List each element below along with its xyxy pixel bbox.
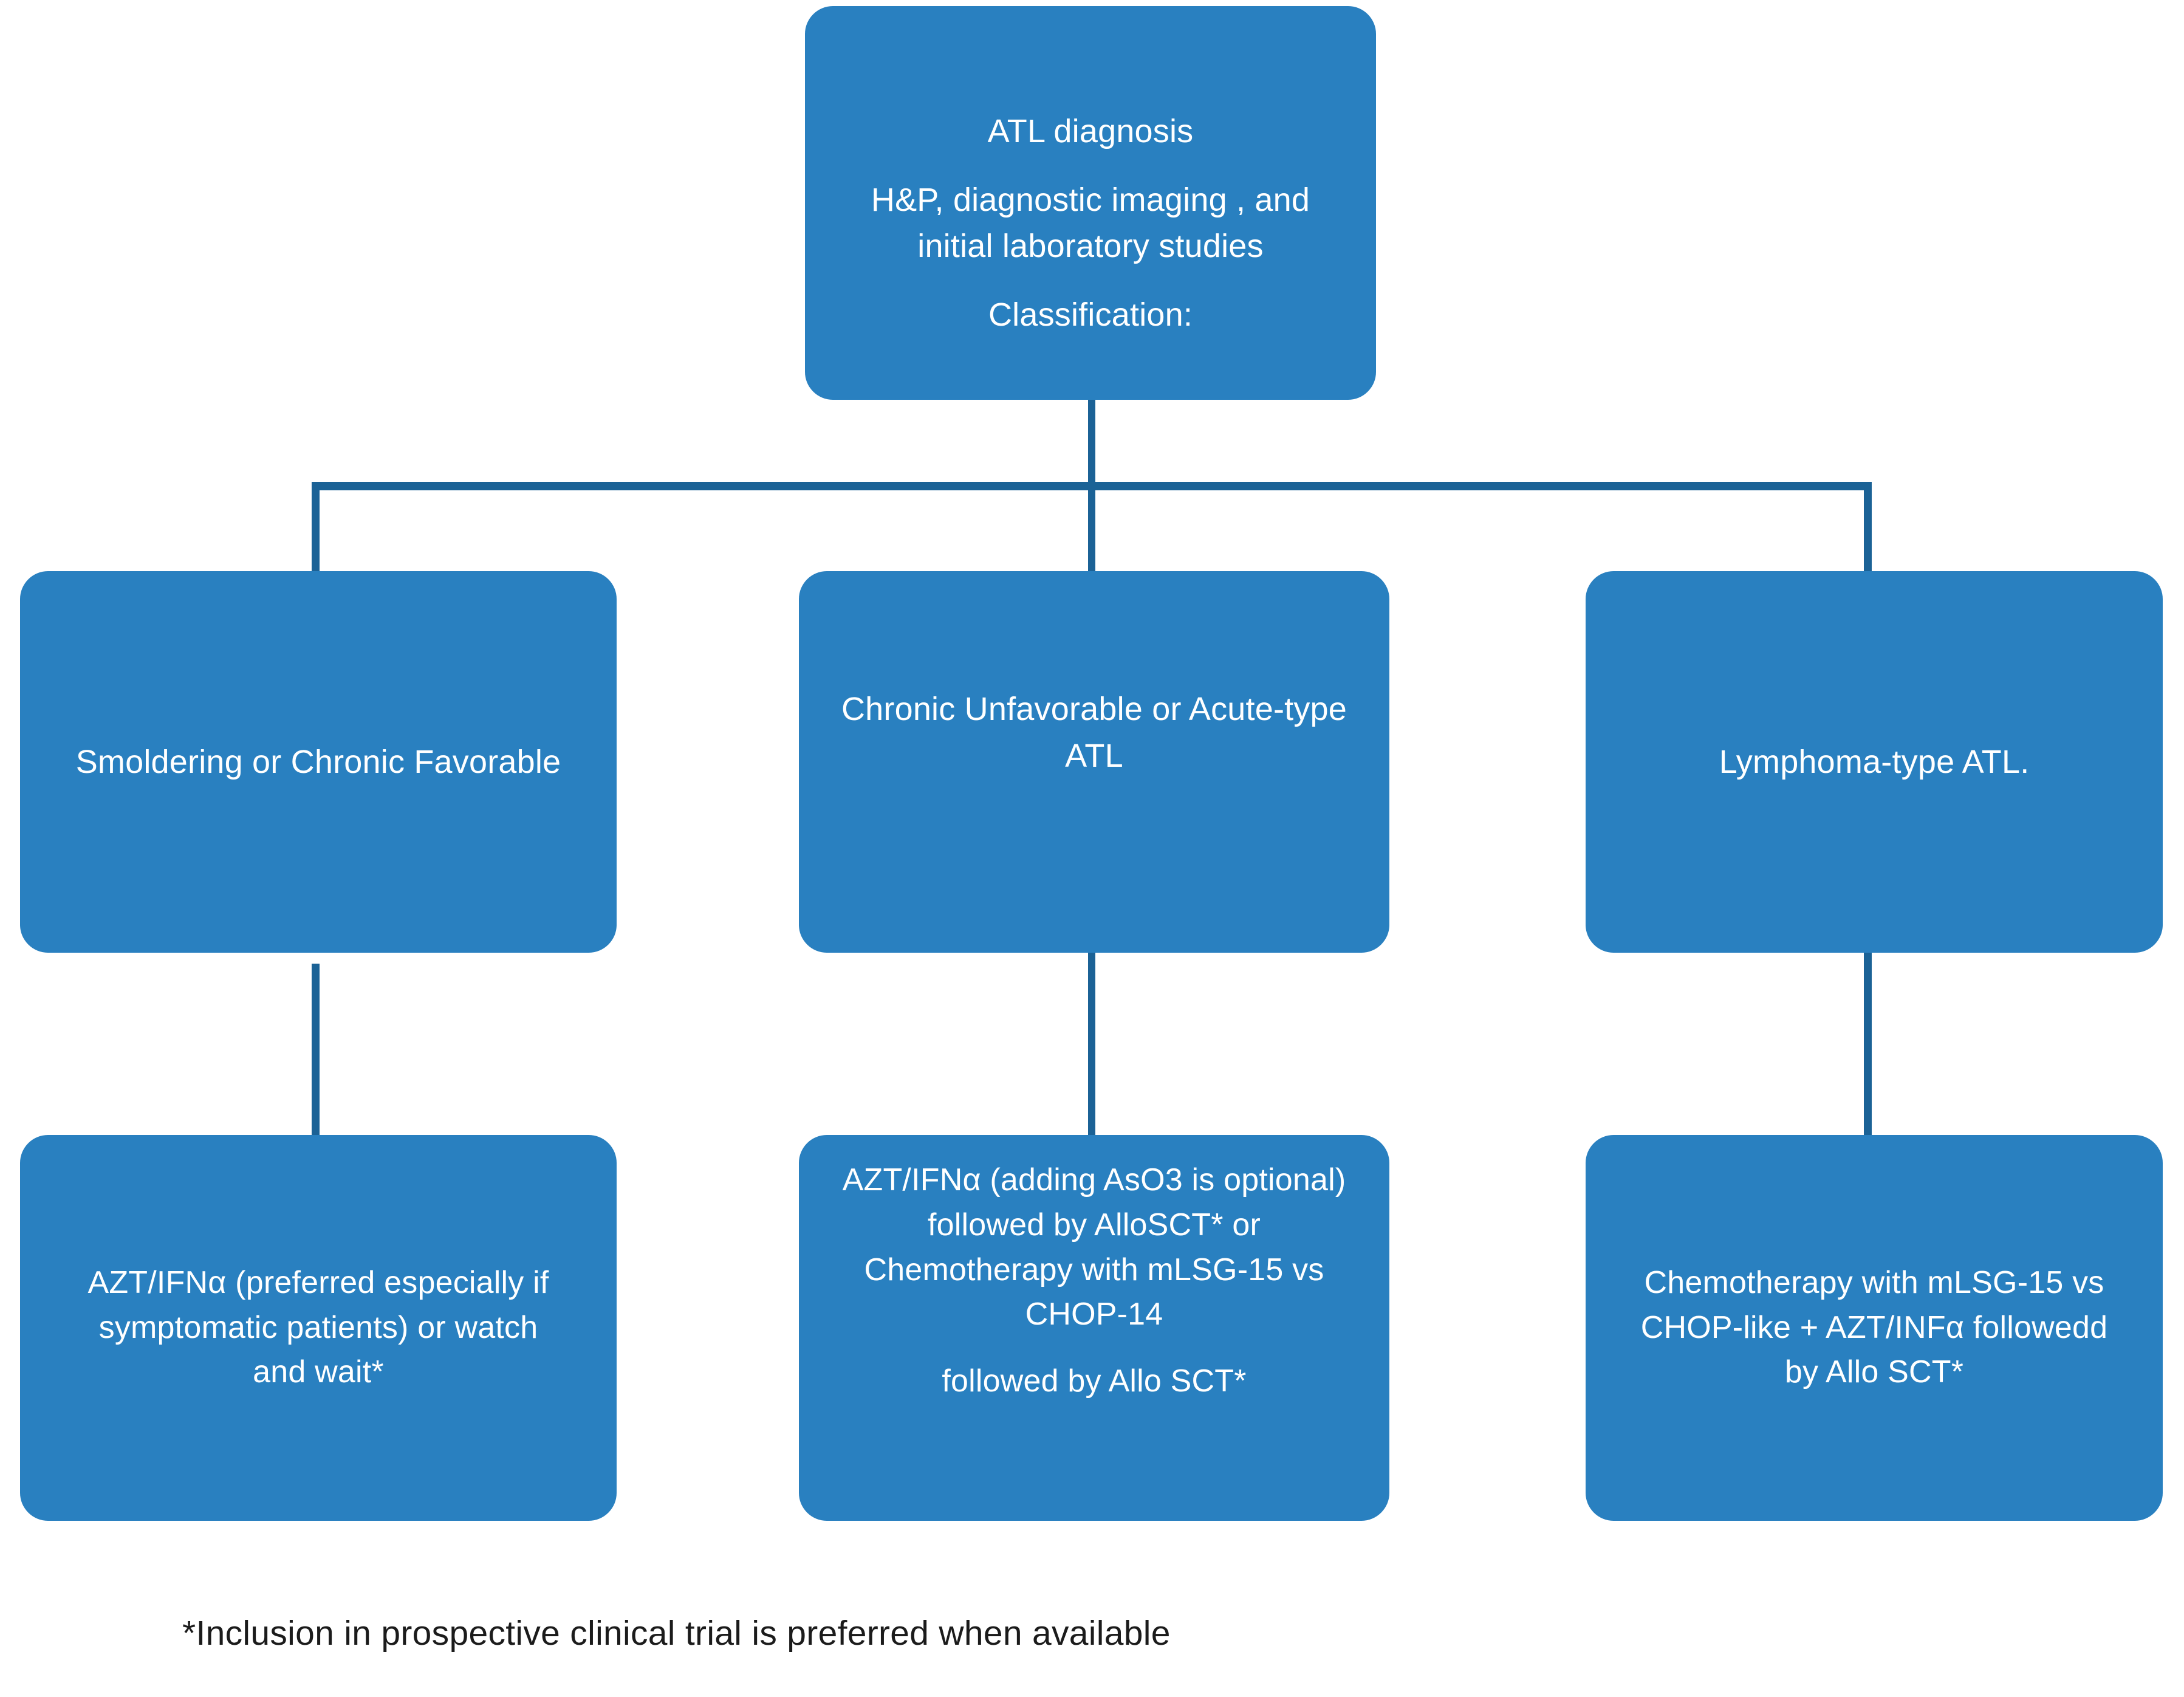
node-chronic-line2: ATL [1065, 738, 1123, 774]
node-treatment-chronic-acute: AZT/IFNα (adding AsO3 is optional) follo… [799, 1135, 1389, 1521]
connector-drop-left [312, 485, 320, 573]
node-treatment-chronic-line5: followed by Allo SCT* [942, 1363, 1247, 1399]
node-smoldering-or-chronic-favorable: Smoldering or Chronic Favorable [20, 571, 617, 953]
node-treatment-chronic-line3: Chemotherapy with mLSG-15 vs [864, 1252, 1324, 1287]
node-chronic-unfavorable-or-acute-type-atl: Chronic Unfavorable or Acute-type ATL [799, 571, 1389, 953]
connector-root-stem [1088, 398, 1095, 489]
node-lymphoma-label: Lymphoma-type ATL. [1719, 743, 2030, 780]
node-treatment-chronic-line2: followed by AlloSCT* or [928, 1207, 1261, 1243]
connector-drop-right [1864, 485, 1872, 573]
node-atl-diagnosis-line3: initial laboratory studies [917, 228, 1264, 265]
node-treatment-lymphoma-line2: CHOP-like + AZT/INFα followedd [1640, 1309, 2108, 1345]
node-treatment-chronic-line4: CHOP-14 [1025, 1297, 1163, 1332]
node-chronic-line1: Chronic Unfavorable or Acute-type [841, 691, 1347, 728]
node-treatment-smoldering-line1: AZT/IFNα (preferred especially if [87, 1264, 549, 1300]
node-treatment-smoldering-line3: and wait* [253, 1354, 384, 1390]
connector-middle-to-treatment [1088, 951, 1095, 1137]
node-treatment-lymphoma: Chemotherapy with mLSG-15 vs CHOP-like +… [1586, 1135, 2163, 1521]
node-treatment-smoldering: AZT/IFNα (preferred especially if sympto… [20, 1135, 617, 1521]
node-lymphoma-type-atl: Lymphoma-type ATL. [1586, 571, 2163, 953]
connector-left-to-treatment [312, 964, 320, 1137]
node-atl-diagnosis-line4: Classification: [988, 297, 1193, 334]
connector-drop-middle [1088, 485, 1095, 573]
node-atl-diagnosis-line2: H&P, diagnostic imaging , and [871, 181, 1310, 218]
node-treatment-lymphoma-line1: Chemotherapy with mLSG-15 vs [1644, 1264, 2104, 1300]
node-treatment-chronic-line1: AZT/IFNα (adding AsO3 is optional) [842, 1162, 1346, 1198]
connector-right-to-treatment [1864, 951, 1872, 1137]
node-smoldering-label: Smoldering or Chronic Favorable [75, 743, 561, 780]
node-treatment-lymphoma-line3: by Allo SCT* [1784, 1354, 1964, 1390]
node-atl-diagnosis-line1: ATL diagnosis [987, 113, 1194, 149]
footnote-text: *Inclusion in prospective clinical trial… [182, 1614, 1171, 1653]
node-atl-diagnosis: ATL diagnosis H&P, diagnostic imaging , … [805, 6, 1376, 400]
node-treatment-smoldering-line2: symptomatic patients) or watch [98, 1309, 538, 1345]
